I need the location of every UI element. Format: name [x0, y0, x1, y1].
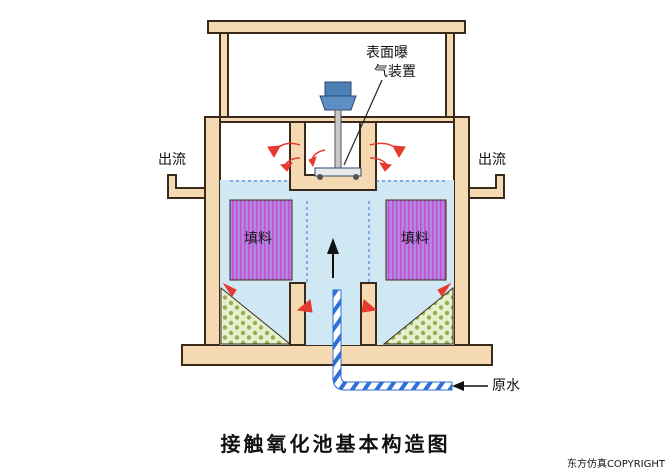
surface-aerator [314, 81, 362, 180]
packing-right [385, 199, 447, 281]
raw-water-arrow [452, 381, 488, 391]
outflow-right-label: 出流 [478, 152, 506, 168]
diagram-caption: 接触氧化池基本构造图 [220, 432, 451, 456]
aerator-label-line2: 气装置 [374, 64, 416, 80]
overflow-pipes [167, 174, 505, 199]
raw-water-pipe [332, 289, 453, 391]
flow-arrows-top [267, 142, 406, 172]
flow-arrows-bottom [222, 282, 452, 313]
packing-left [229, 199, 293, 281]
packing-right-label: 填料 [401, 231, 429, 247]
copyright-text: 东方仿真COPYRIGHT [566, 459, 665, 470]
sludge-hoppers [220, 286, 454, 345]
aerator-pointer [343, 79, 383, 166]
packing-media [229, 199, 447, 281]
top-frame [207, 20, 466, 118]
packing-left-label: 填料 [244, 231, 272, 247]
raw-water-label: 原水 [492, 378, 520, 394]
upflow-arrow [327, 238, 339, 278]
water-surface [230, 180, 446, 282]
sludge-left [220, 286, 292, 345]
aerator-label-line1: 表面曝 [366, 45, 408, 61]
outflow-left-label: 出流 [158, 152, 186, 168]
sludge-right [382, 286, 454, 345]
